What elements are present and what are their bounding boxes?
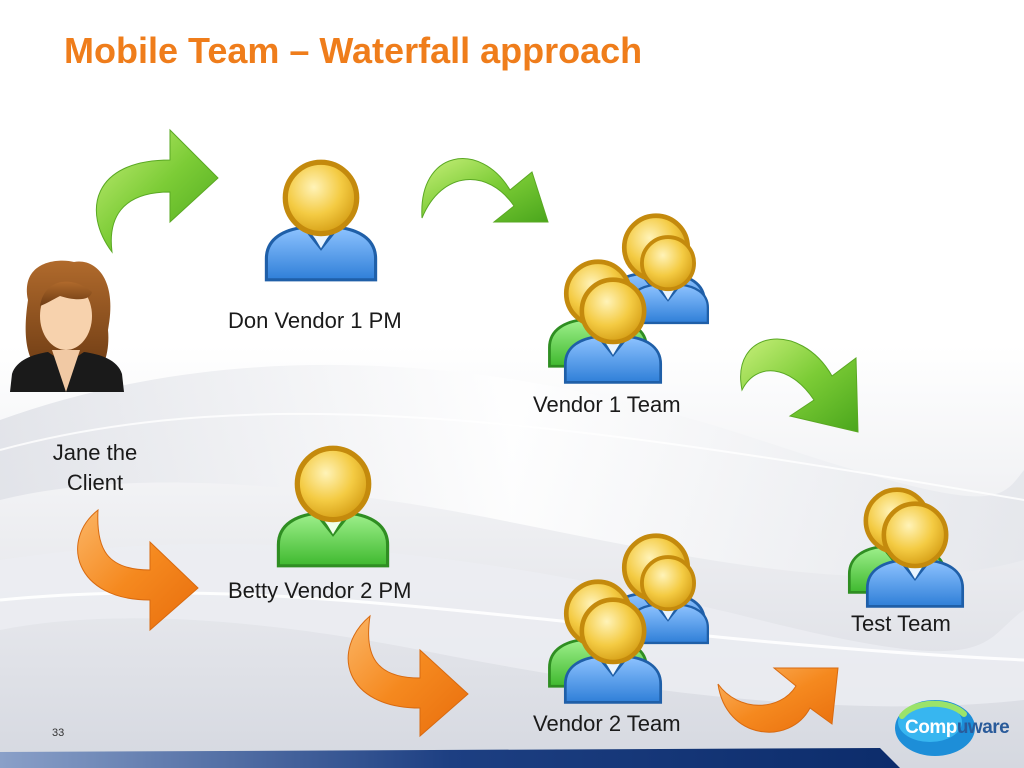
logo-part1: Comp — [905, 717, 957, 738]
team1-group-icon — [549, 216, 710, 383]
client-label: Jane the Client — [30, 438, 160, 498]
slide-title: Mobile Team – Waterfall approach — [64, 30, 643, 71]
pm2-person-icon — [278, 448, 387, 566]
arrow-pm1-to-team1 — [421, 158, 549, 223]
arrow-client-to-pm2 — [77, 508, 199, 632]
compuware-logo-icon — [895, 700, 975, 756]
pm1-label: Don Vendor 1 PM — [228, 308, 402, 333]
arrow-pm2-to-team2 — [347, 614, 469, 738]
arrow-team1-to-test — [740, 338, 859, 433]
team2-label: Vendor 2 Team — [533, 711, 681, 736]
client-label-line1: Jane the — [52, 440, 138, 465]
test-team-group-icon — [849, 490, 962, 607]
page-number: 33 — [52, 727, 65, 739]
arrow-client-to-pm1 — [95, 128, 219, 254]
compuware-logo: Compuware — [905, 717, 1010, 739]
pm2-label: Betty Vendor 2 PM — [228, 578, 412, 603]
client-woman-icon — [10, 260, 124, 392]
logo-part2: uware — [956, 717, 1010, 738]
pm1-person-icon — [266, 162, 375, 280]
test-team-label: Test Team — [851, 611, 951, 636]
client-label-line2: Client — [66, 470, 124, 495]
team1-label: Vendor 1 Team — [533, 392, 681, 417]
arrow-team2-to-test — [717, 667, 839, 733]
team2-group-icon — [549, 536, 710, 703]
